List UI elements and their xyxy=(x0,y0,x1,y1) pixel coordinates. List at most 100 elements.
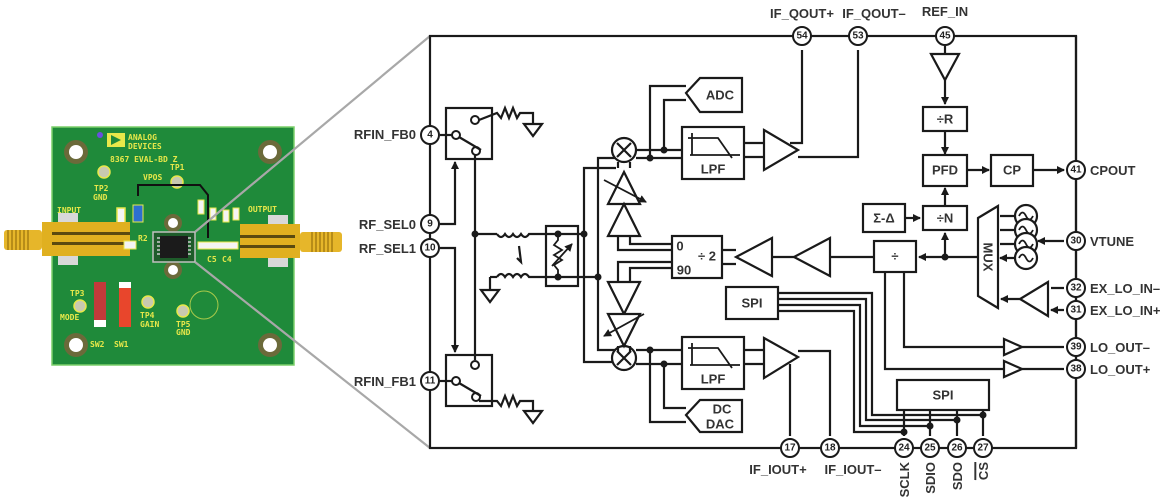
pin-label-sclk: SCLK xyxy=(897,461,912,497)
pin-label-if-qout-plus: IF_QOUT+ xyxy=(770,6,834,21)
silk-sw1: SW1 xyxy=(114,340,129,349)
lo-amp-i xyxy=(603,260,672,352)
silk-tp1: TP1 xyxy=(170,163,185,172)
pin-label-ref-in: REF_IN xyxy=(922,4,968,19)
lo-divider-block xyxy=(872,239,918,274)
pfd-label: PFD xyxy=(932,163,958,178)
mux-label: MUX xyxy=(981,243,996,272)
pin-label-cpout: CPOUT xyxy=(1090,163,1136,178)
svg-text:54: 54 xyxy=(796,31,808,42)
svg-text:11: 11 xyxy=(425,376,436,387)
pin-10: 10 RF_SEL1 xyxy=(359,238,440,258)
pin-31: 31 EX_LO_IN+ xyxy=(1066,300,1161,320)
svg-text:32: 32 xyxy=(1070,283,1082,294)
inductor-blue xyxy=(132,204,144,223)
pin-25: 25 SDIO xyxy=(920,438,940,494)
charge-pump-label: CP xyxy=(1003,163,1021,178)
zoom-line-top xyxy=(194,35,431,233)
lpf-q-label: LPF xyxy=(701,162,726,177)
silk-tp5: TP5 xyxy=(176,320,191,329)
svg-text:9: 9 xyxy=(427,219,433,230)
pin-9: 9 RF_SEL0 xyxy=(359,214,440,234)
spi-bottom-block xyxy=(895,378,991,412)
r-divider-block xyxy=(921,105,969,133)
rf-switch-bottom xyxy=(444,353,545,425)
pin-label-rfin-fb1: RFIN_FB1 xyxy=(354,374,416,389)
adc-block xyxy=(684,76,744,114)
sma-connector-input xyxy=(4,230,42,250)
pin-27: 27 CS xyxy=(973,438,993,480)
brand-line1: ANALOG xyxy=(128,133,157,142)
divide-by-2-label: ÷ 2 xyxy=(698,249,716,264)
svg-text:53: 53 xyxy=(852,31,864,42)
lo-amp-q xyxy=(603,162,672,252)
svg-text:39: 39 xyxy=(1070,342,1082,353)
functional-block-diagram: 0 90 ÷ 2 ADC LPF DC DAC LPF xyxy=(428,34,1078,450)
ground-icon xyxy=(521,122,545,138)
svg-text:30: 30 xyxy=(1070,236,1082,247)
sma-connector-output xyxy=(300,232,342,252)
pin-4: 4 RFIN_FB0 xyxy=(354,125,440,145)
pin-24: 24 SCLK xyxy=(894,438,914,497)
pin-label-lo-out-plus: LO_OUT+ xyxy=(1090,362,1151,377)
pin-11: 11 RFIN_FB1 xyxy=(354,371,440,391)
spi-internal-block xyxy=(724,285,780,321)
zoom-line-bottom xyxy=(194,261,431,449)
switch-sw2[interactable] xyxy=(94,282,106,327)
mounting-holes xyxy=(64,140,282,357)
input-rf-trace xyxy=(42,222,130,256)
pin-26: 26 SDO xyxy=(947,438,967,490)
pin-label-sdio: SDIO xyxy=(923,462,938,494)
pin-32: 32 EX_LO_IN– xyxy=(1066,278,1160,298)
lo-divider-label: ÷ xyxy=(891,249,898,264)
dc-dac-label-1: DC xyxy=(713,402,732,417)
silk-output: OUTPUT xyxy=(248,205,277,214)
pin-38: 38 LO_OUT+ xyxy=(1066,359,1151,379)
silk-tp2: TP2 xyxy=(94,184,109,193)
pin-label-if-qout-minus: IF_QOUT– xyxy=(842,6,906,21)
pin-label-if-iout-plus: IF_IOUT+ xyxy=(749,462,807,477)
svg-text:41: 41 xyxy=(1070,165,1082,176)
n-divider-label: ÷N xyxy=(937,211,954,226)
phase-0-label: 0 xyxy=(676,239,683,254)
pin-30: 30 VTUNE xyxy=(1066,231,1134,251)
silk-sw2: SW2 xyxy=(90,340,105,349)
pin-41: 41 CPOUT xyxy=(1066,160,1136,180)
svg-text:38: 38 xyxy=(1070,364,1082,375)
silk-gnd-tp5: GND xyxy=(176,328,191,337)
pin-39: 39 LO_OUT– xyxy=(1066,337,1150,357)
svg-text:26: 26 xyxy=(951,443,963,454)
phase-90-label: 90 xyxy=(677,263,691,278)
svg-text:25: 25 xyxy=(924,443,936,454)
lpf-i-label: LPF xyxy=(701,372,726,387)
output-rf-trace xyxy=(240,224,300,258)
if-amp-q xyxy=(762,128,801,172)
spi-internal-label: SPI xyxy=(742,296,763,311)
pin-17: 17 IF_IOUT+ xyxy=(749,438,807,477)
silk-mode: MODE xyxy=(60,313,79,322)
svg-text:17: 17 xyxy=(784,443,796,454)
capacitor xyxy=(116,207,126,224)
switch-sw1[interactable] xyxy=(119,282,131,327)
dc-dac-block xyxy=(684,398,744,434)
vco-bank xyxy=(1000,203,1064,271)
mux-block xyxy=(976,204,1000,310)
silk-vpos: VPOS xyxy=(143,173,162,182)
quadrature-divider xyxy=(670,234,724,280)
adc-label: ADC xyxy=(706,88,735,103)
brand-line2: DEVICES xyxy=(128,142,162,151)
lo-out-plus-driver xyxy=(1002,359,1025,379)
ext-lo-buffer xyxy=(1017,280,1050,318)
rf-switch-top xyxy=(444,105,545,161)
svg-text:24: 24 xyxy=(898,443,910,454)
svg-text:45: 45 xyxy=(939,31,951,42)
silk-c5: C5 xyxy=(207,255,217,264)
pin-label-cs: CS xyxy=(976,462,991,480)
svg-text:10: 10 xyxy=(424,243,436,254)
pin-label-if-iout-minus: IF_IOUT– xyxy=(824,462,881,477)
ic-chip xyxy=(160,236,188,258)
pin-label-ex-lo-in-plus: EX_LO_IN+ xyxy=(1090,303,1161,318)
board-name: 8367 EVAL-BD Z xyxy=(110,155,178,164)
pin-label-ex-lo-in-minus: EX_LO_IN– xyxy=(1090,281,1160,296)
